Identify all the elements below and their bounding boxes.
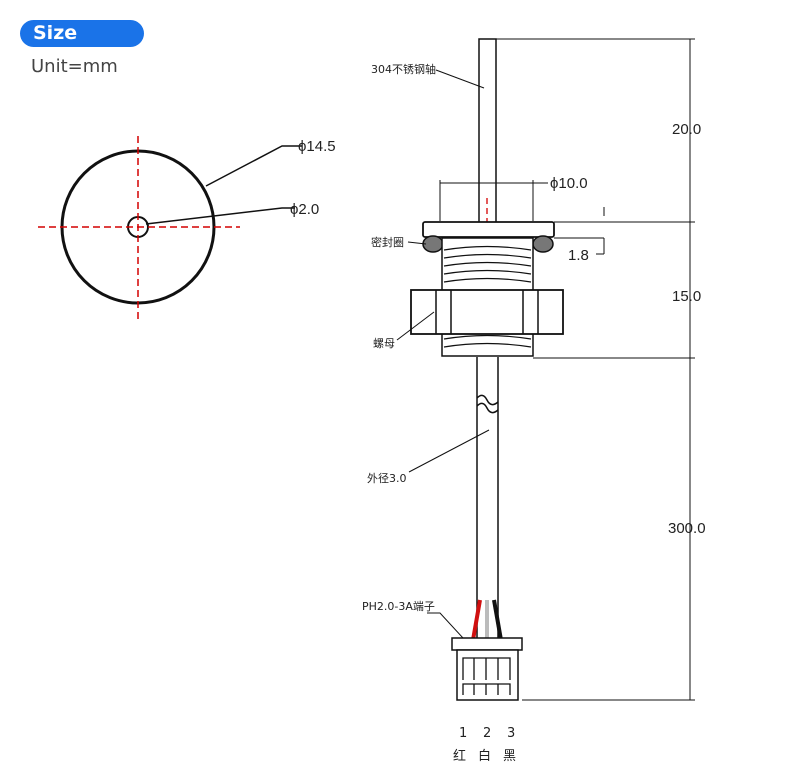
dim-mid-text: 15.0 [672, 288, 701, 305]
inner-dia-leader [145, 207, 295, 225]
vertical-dimensions [496, 38, 695, 701]
break-mark-2 [476, 402, 499, 414]
pin-number-3: 3 [507, 726, 515, 741]
dim-bottom-text: 300.0 [668, 520, 706, 537]
wire-label: 外径3.0 [367, 472, 407, 485]
connector-label: PH2.0-3A端子 [362, 600, 435, 613]
steel-shaft [478, 38, 497, 224]
wire-black [492, 599, 503, 641]
seal-label: 密封圈 [371, 235, 404, 249]
pin-color-3: 黑 [503, 749, 516, 764]
break-mark-1 [476, 394, 499, 406]
flange-dia-text: ϕ10.0 [550, 175, 588, 192]
pin-legend: 1 2 3 红 白 黑 [453, 726, 516, 764]
shaft-label: 304不锈钢轴 [371, 62, 436, 76]
thread-lines [443, 245, 532, 348]
seal-dim-text: 1.8 [568, 247, 589, 264]
connector-top [451, 637, 523, 651]
connector-leader [427, 612, 464, 639]
side-view: ϕ10.0 [362, 38, 706, 701]
pin-number-2: 2 [483, 726, 491, 741]
seal-leader [407, 241, 427, 245]
wire-red [471, 599, 482, 641]
nut-leader [396, 311, 435, 341]
seal-ring-right [532, 235, 554, 253]
outer-dia-leader [205, 145, 302, 187]
top-view: ϕ14.5 ϕ2.0 [38, 136, 336, 320]
nut-label: 螺母 [373, 337, 395, 350]
pin-color-2: 白 [478, 748, 491, 764]
inner-dia-text: ϕ2.0 [290, 201, 319, 218]
dim-top-text: 20.0 [672, 121, 701, 138]
pin-color-1: 红 [453, 748, 466, 764]
pin-number-1: 1 [459, 726, 467, 741]
shaft-leader [435, 69, 485, 89]
flange-head [422, 221, 555, 238]
outer-dia-text: ϕ14.5 [298, 138, 336, 155]
wire-leader [408, 429, 490, 473]
size-badge: Size [20, 20, 144, 47]
unit-label: Unit=mm [31, 56, 118, 77]
